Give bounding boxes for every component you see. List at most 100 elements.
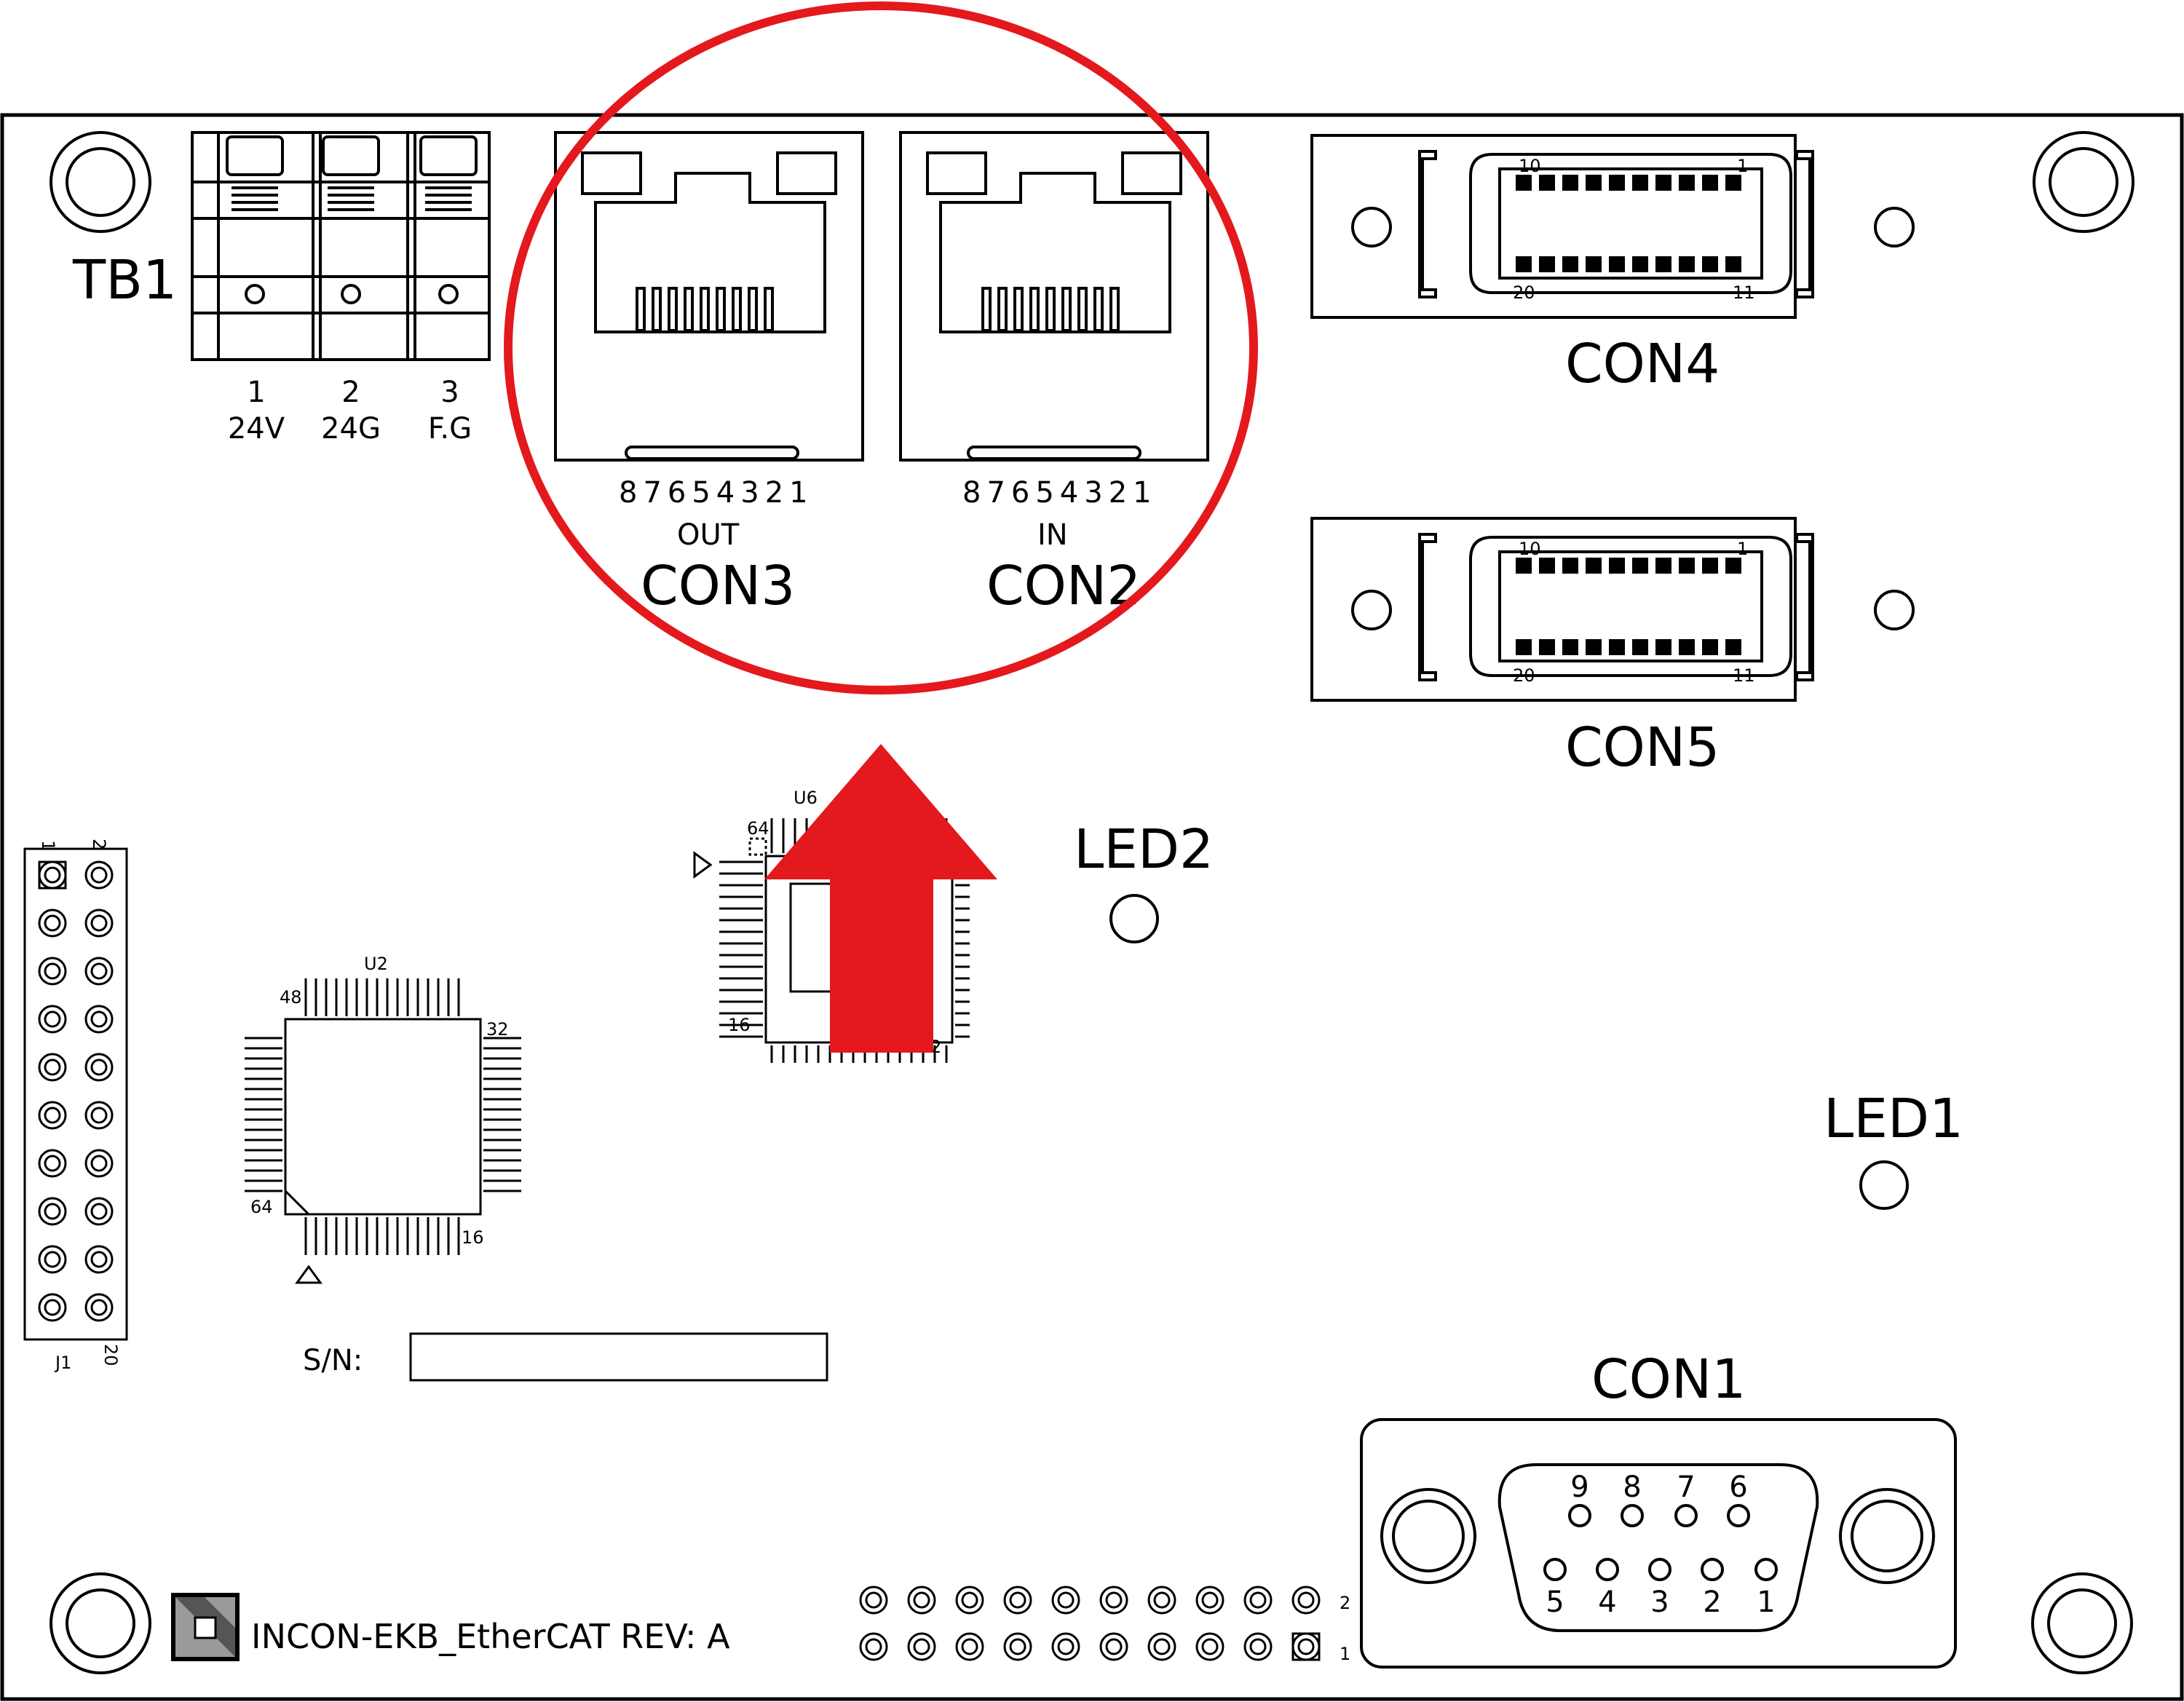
rj45-contact xyxy=(732,287,742,332)
header-pin xyxy=(1243,1632,1273,1661)
connector-pin-label: 20 xyxy=(1513,282,1535,303)
con5-label: CON5 xyxy=(1565,716,1720,779)
serial-number-box xyxy=(409,1332,828,1382)
board-logo xyxy=(171,1593,240,1661)
highlight-circle xyxy=(504,1,1258,694)
header-pin xyxy=(1003,1632,1032,1661)
header-pin-hole xyxy=(1105,1638,1123,1655)
connector-pin xyxy=(1702,175,1718,191)
connector-pin xyxy=(1609,256,1625,272)
connector-pin xyxy=(1539,558,1555,574)
connector-pin-label: 11 xyxy=(1733,282,1755,303)
header-pin xyxy=(1051,1632,1080,1661)
con2-pin-numbers: 87654321 xyxy=(962,476,1158,510)
connector-latch-left xyxy=(1418,533,1437,681)
tb1-terminal-name: 24G xyxy=(321,412,381,446)
connector-socket xyxy=(1498,550,1763,662)
connector-latch-left xyxy=(1418,150,1437,298)
u2-body xyxy=(284,1018,482,1216)
connector-pin xyxy=(1679,639,1695,655)
rj45-contact xyxy=(1077,287,1088,332)
rj45-contact xyxy=(1109,287,1120,332)
mounting-hole-bottom-right xyxy=(2031,1572,2133,1674)
connector-pin xyxy=(1609,175,1625,191)
j1-pin xyxy=(84,1149,114,1178)
u6-pin1-marker xyxy=(748,837,767,856)
connector-screw-hole xyxy=(1874,590,1915,630)
connector-pin xyxy=(1632,175,1648,191)
db9-pin-number: 1 xyxy=(1757,1586,1775,1619)
j1-pin xyxy=(84,957,114,986)
rj45-contact xyxy=(1029,287,1040,332)
header-pin xyxy=(859,1632,888,1661)
rj45-contact xyxy=(981,287,992,332)
j1-pin-hole xyxy=(90,1155,108,1172)
connector-pin xyxy=(1609,558,1625,574)
j1-pin xyxy=(84,1197,114,1226)
u6-orientation-marker xyxy=(693,851,713,879)
j1-pin xyxy=(38,1293,67,1322)
mounting-hole-top-right xyxy=(2033,131,2134,233)
connector-pin xyxy=(1586,639,1602,655)
connector-pin xyxy=(1725,639,1741,655)
rj45-contact xyxy=(748,287,758,332)
header-pin-hole xyxy=(1201,1591,1219,1609)
serial-label: S/N: xyxy=(303,1344,363,1377)
header-pin-hole xyxy=(1201,1638,1219,1655)
connector-pin xyxy=(1679,256,1695,272)
rj45-contact xyxy=(764,287,774,332)
con3-rj45-jack xyxy=(554,131,864,462)
u2-pin-32: 32 xyxy=(486,1019,509,1040)
connector-pin xyxy=(1586,256,1602,272)
j1-pin xyxy=(38,1149,67,1178)
led1-label: LED1 xyxy=(1824,1088,1963,1150)
db9-pin-number: 4 xyxy=(1598,1586,1616,1619)
j1-pin-hole xyxy=(90,1010,108,1028)
header-pin-hole xyxy=(1297,1638,1315,1655)
connector-pin xyxy=(1632,558,1648,574)
connector-pin xyxy=(1632,256,1648,272)
mounting-hole-top-left xyxy=(50,131,151,233)
rj45-contact xyxy=(700,287,710,332)
j1-pin xyxy=(38,1197,67,1226)
header-pin xyxy=(907,1586,936,1615)
j1-pin-hole xyxy=(44,866,61,884)
connector-pin xyxy=(1562,256,1578,272)
u2-label: U2 xyxy=(364,954,388,974)
connector-pin xyxy=(1655,558,1671,574)
connector-pin xyxy=(1516,639,1532,655)
connector-pin xyxy=(1725,256,1741,272)
db9-pin-number: 7 xyxy=(1677,1471,1695,1504)
connector-pin xyxy=(1702,256,1718,272)
connector-pin xyxy=(1655,256,1671,272)
connector-pin xyxy=(1655,175,1671,191)
connector-pin-label: 11 xyxy=(1733,665,1755,686)
j1-pin-hole xyxy=(44,962,61,980)
db9-pin-hole xyxy=(1621,1504,1644,1527)
connector-pin-label: 20 xyxy=(1513,665,1535,686)
connector-pin xyxy=(1562,175,1578,191)
header-pin xyxy=(955,1632,984,1661)
tb1-terminal-name: 24V xyxy=(228,412,285,446)
tb1-terminal-number: 2 xyxy=(341,376,360,409)
con2-rj45-jack xyxy=(899,131,1209,462)
db9-pin-hole xyxy=(1568,1504,1591,1527)
header-pin-hole xyxy=(1105,1591,1123,1609)
j1-pin xyxy=(38,1245,67,1274)
led2 xyxy=(1109,894,1159,943)
led1 xyxy=(1859,1160,1909,1210)
header-pin xyxy=(1147,1632,1176,1661)
j1-pin-hole xyxy=(44,914,61,932)
rj45-contact xyxy=(652,287,662,332)
connector-pin-label: 10 xyxy=(1519,539,1541,559)
led2-label: LED2 xyxy=(1074,818,1214,881)
u6-pin-16: 16 xyxy=(728,1015,751,1035)
j1-pin xyxy=(84,1245,114,1274)
u2-pin1-marker xyxy=(284,1190,310,1216)
j1-pin xyxy=(84,860,114,890)
header-pin xyxy=(1051,1586,1080,1615)
db9-pin-hole xyxy=(1543,1558,1567,1581)
header-pin-hole xyxy=(1297,1591,1315,1609)
connector-pin xyxy=(1586,558,1602,574)
